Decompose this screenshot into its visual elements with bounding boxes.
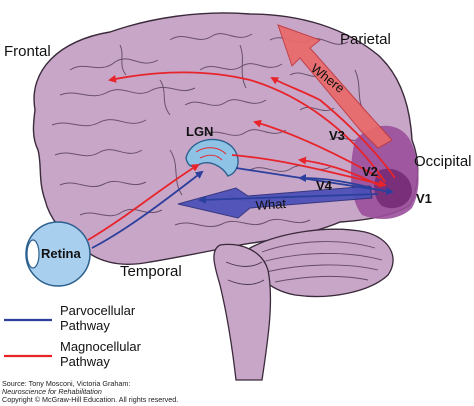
retina-label: Retina bbox=[41, 246, 82, 261]
source-line1: Source: Tony Mosconi, Victoria Graham: bbox=[2, 379, 130, 388]
v1-label: V1 bbox=[416, 191, 432, 206]
legend-parvo-line1: Parvocellular bbox=[60, 303, 136, 318]
magnocellular-paths bbox=[87, 71, 396, 241]
legend-parvo-line2: Pathway bbox=[60, 318, 110, 333]
lgn-label: LGN bbox=[186, 124, 213, 139]
cerebellum-folia bbox=[261, 241, 383, 283]
occipital-label: Occipital bbox=[414, 153, 472, 170]
v4-label: V4 bbox=[316, 178, 333, 193]
retina-eye bbox=[25, 221, 91, 287]
brainstem bbox=[213, 243, 272, 381]
source-line3: Copyright © McGraw-Hill Education. All r… bbox=[2, 395, 178, 404]
legend: Parvocellular Pathway Magnocellular Path… bbox=[4, 303, 142, 369]
pons-lines bbox=[225, 261, 265, 285]
frontal-label: Frontal bbox=[4, 43, 51, 60]
source-line2: Neuroscience for Rehabilitation bbox=[2, 387, 102, 396]
parietal-label: Parietal bbox=[340, 31, 391, 48]
what-label: What bbox=[255, 196, 287, 213]
what-stream-arrow bbox=[177, 185, 373, 219]
parvocellular-paths bbox=[91, 167, 394, 249]
where-stream-arrow bbox=[277, 24, 393, 149]
v3-label: V3 bbox=[329, 128, 345, 143]
v2-label: V2 bbox=[362, 164, 378, 179]
legend-magno-line2: Pathway bbox=[60, 354, 110, 369]
temporal-label: Temporal bbox=[120, 263, 182, 280]
legend-magno-line1: Magnocellular bbox=[60, 339, 142, 354]
cerebellum bbox=[249, 228, 394, 298]
